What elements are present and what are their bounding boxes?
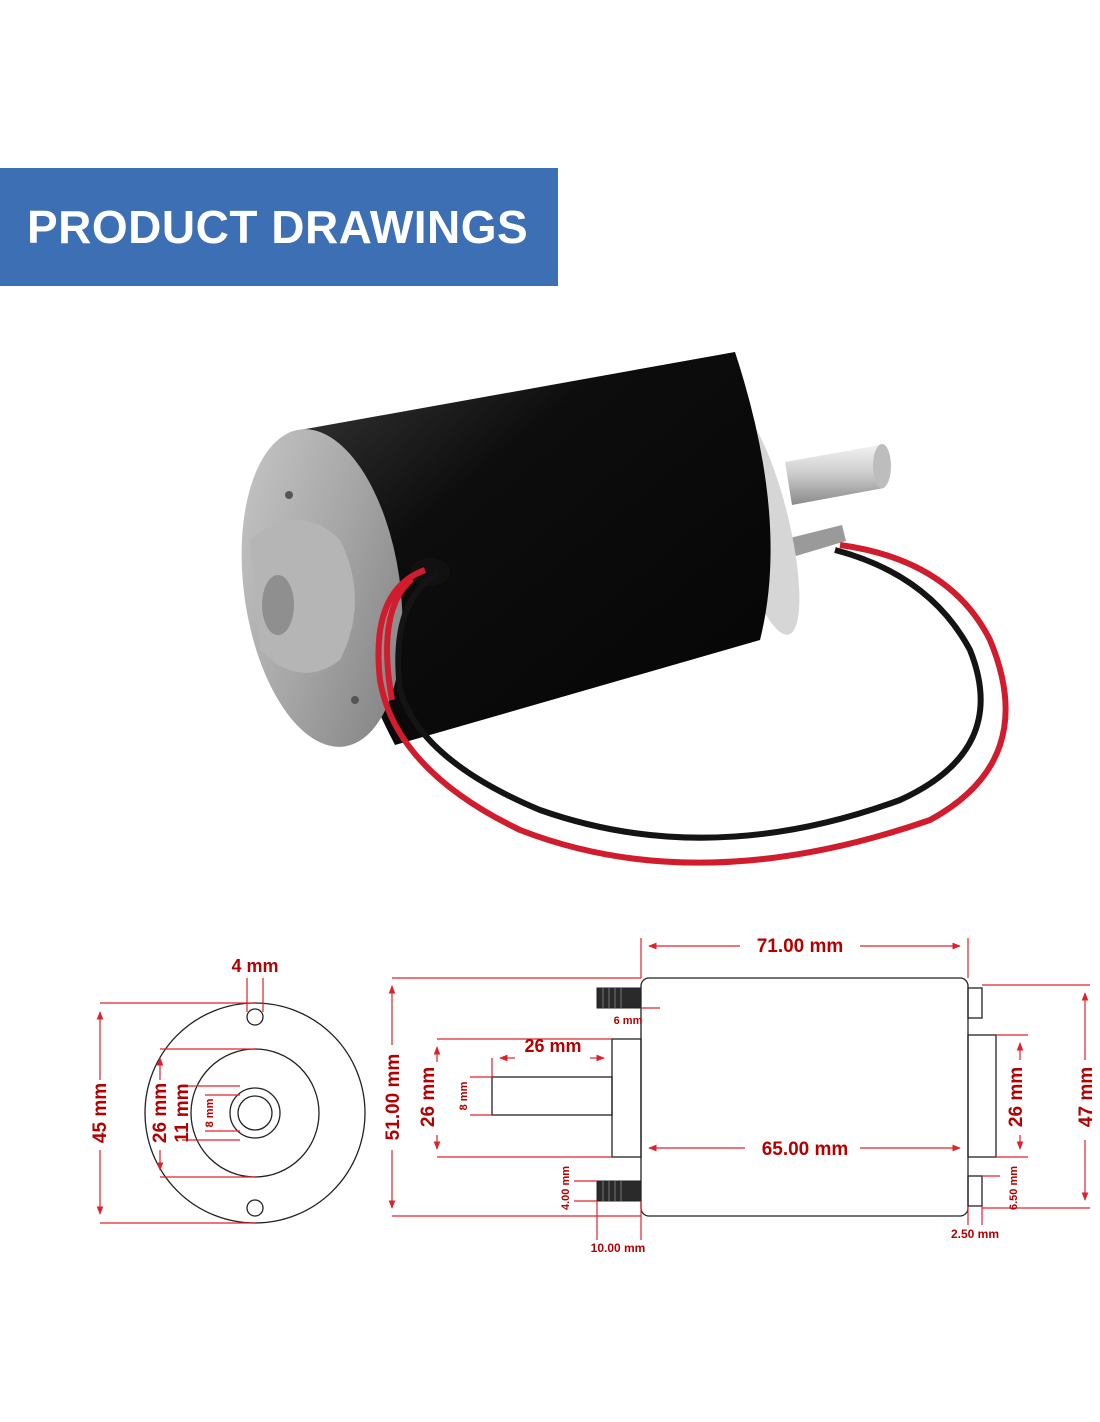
dim-stud-height-label: 6 mm	[614, 1015, 643, 1027]
section-banner: PRODUCT DRAWINGS	[0, 168, 558, 286]
dim-height-label: 51.00 mm	[383, 1054, 404, 1141]
dim-tab-height-label: 6.50 mm	[1008, 1166, 1020, 1210]
dim-hole-label: 4 mm	[231, 956, 278, 976]
dim-boss-height-label: 26 mm	[418, 1067, 439, 1127]
dim-shaft-label: 8 mm	[204, 1098, 216, 1127]
dim-rear-height-label: 47 mm	[1076, 1067, 1097, 1127]
dim-flange-label: 45 mm	[90, 1083, 111, 1143]
dim-stud-dia-label: 4.00 mm	[560, 1166, 572, 1210]
front-view-drawing: 4 mm 45 mm 26 mm 11 mm 8 mm	[90, 956, 366, 1224]
banner-title: PRODUCT DRAWINGS	[27, 201, 529, 253]
dim-body-label: 65.00 mm	[762, 1139, 849, 1160]
dim-hub-label: 11 mm	[172, 1083, 193, 1142]
motor-photo	[241, 352, 1009, 866]
dim-shaft-dia-label: 8 mm	[458, 1081, 470, 1110]
dim-shaft-length-label: 26 mm	[524, 1036, 581, 1056]
dim-rear-boss-label: 26 mm	[1006, 1067, 1027, 1127]
dim-boss-label: 26 mm	[150, 1083, 171, 1143]
dim-length-label: 71.00 mm	[757, 936, 844, 957]
dim-tab-width-label: 2.50 mm	[951, 1227, 999, 1241]
dim-stud-length-label: 10.00 mm	[591, 1241, 646, 1255]
side-view-drawing: 71.00 mm 51.00 mm 26 mm 26 mm 8 mm 6 mm …	[383, 936, 1097, 1255]
